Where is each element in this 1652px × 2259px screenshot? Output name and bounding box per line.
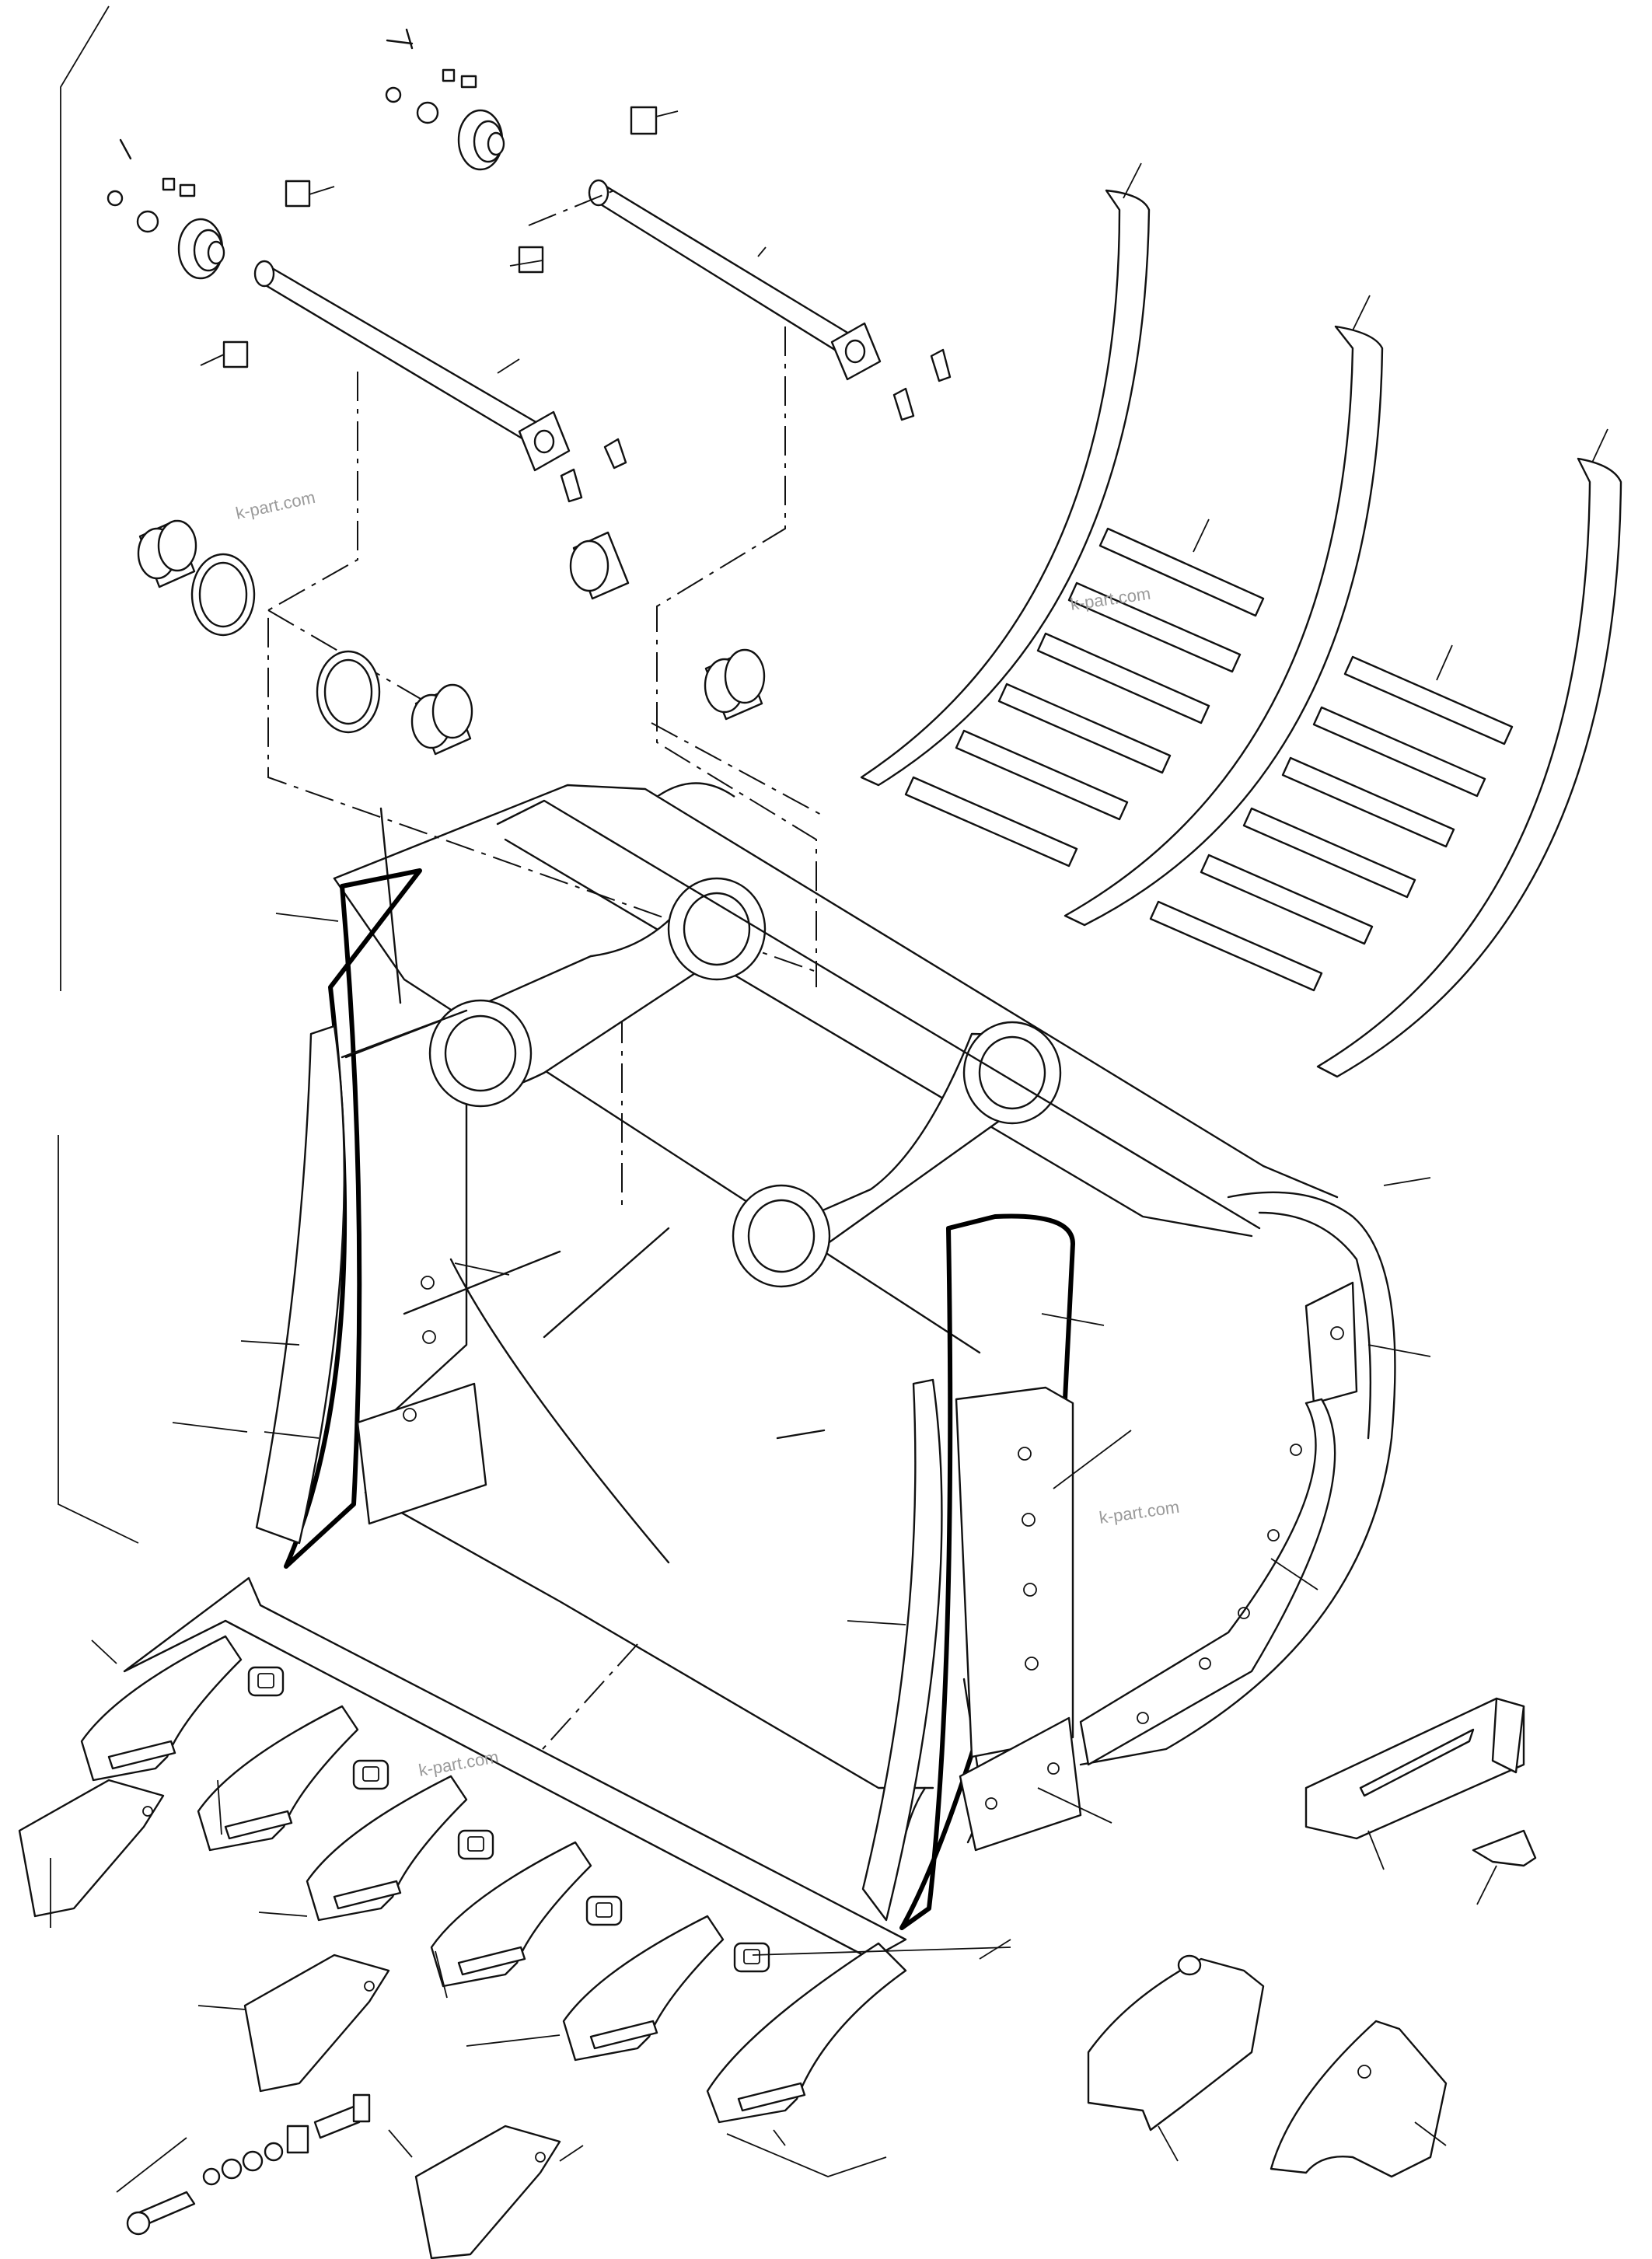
watermark-3: k-part.com <box>1098 1497 1180 1528</box>
tooth-adapter-1 <box>80 1635 285 1782</box>
watermark-1: k-part.com <box>234 487 317 523</box>
pin-left <box>253 260 571 472</box>
wear-strips-right <box>1149 644 1514 992</box>
wear-strips-middle <box>904 518 1265 868</box>
tooth-adapter-4 <box>430 1841 623 1988</box>
small-hardware-left <box>107 138 544 368</box>
bucket-body <box>333 782 1396 1852</box>
tooth-adapter-2 <box>197 1705 389 1852</box>
spare-side-protector <box>1304 1697 1537 1905</box>
spare-cap-left <box>1087 1954 1265 2162</box>
tooth-adapter-3 <box>306 1775 494 1922</box>
frame-lines <box>58 5 139 1544</box>
pin-keys <box>560 348 952 503</box>
collar-right <box>457 109 505 171</box>
watermark-4: k-part.com <box>417 1747 501 1780</box>
bushings <box>137 519 766 756</box>
tooth-adapter-5 <box>562 1915 770 2062</box>
bucket-side-right <box>861 1213 1358 1930</box>
assembly-lines <box>267 190 825 1765</box>
collar-left <box>177 218 225 280</box>
bucket-leaders <box>172 913 1431 1960</box>
adapter-row <box>80 1576 907 2124</box>
side-plates <box>860 162 1622 1078</box>
spare-cap-right <box>1270 2020 1448 2178</box>
small-hardware-right <box>385 28 679 135</box>
tooth-points <box>18 1779 561 2259</box>
pin-retainer-assembly <box>116 2093 371 2236</box>
bucket-side-left <box>255 868 487 1569</box>
misc-leaders <box>50 1639 1011 2177</box>
tooth-adapter-6 <box>706 1942 907 2124</box>
pin-right <box>588 179 882 381</box>
